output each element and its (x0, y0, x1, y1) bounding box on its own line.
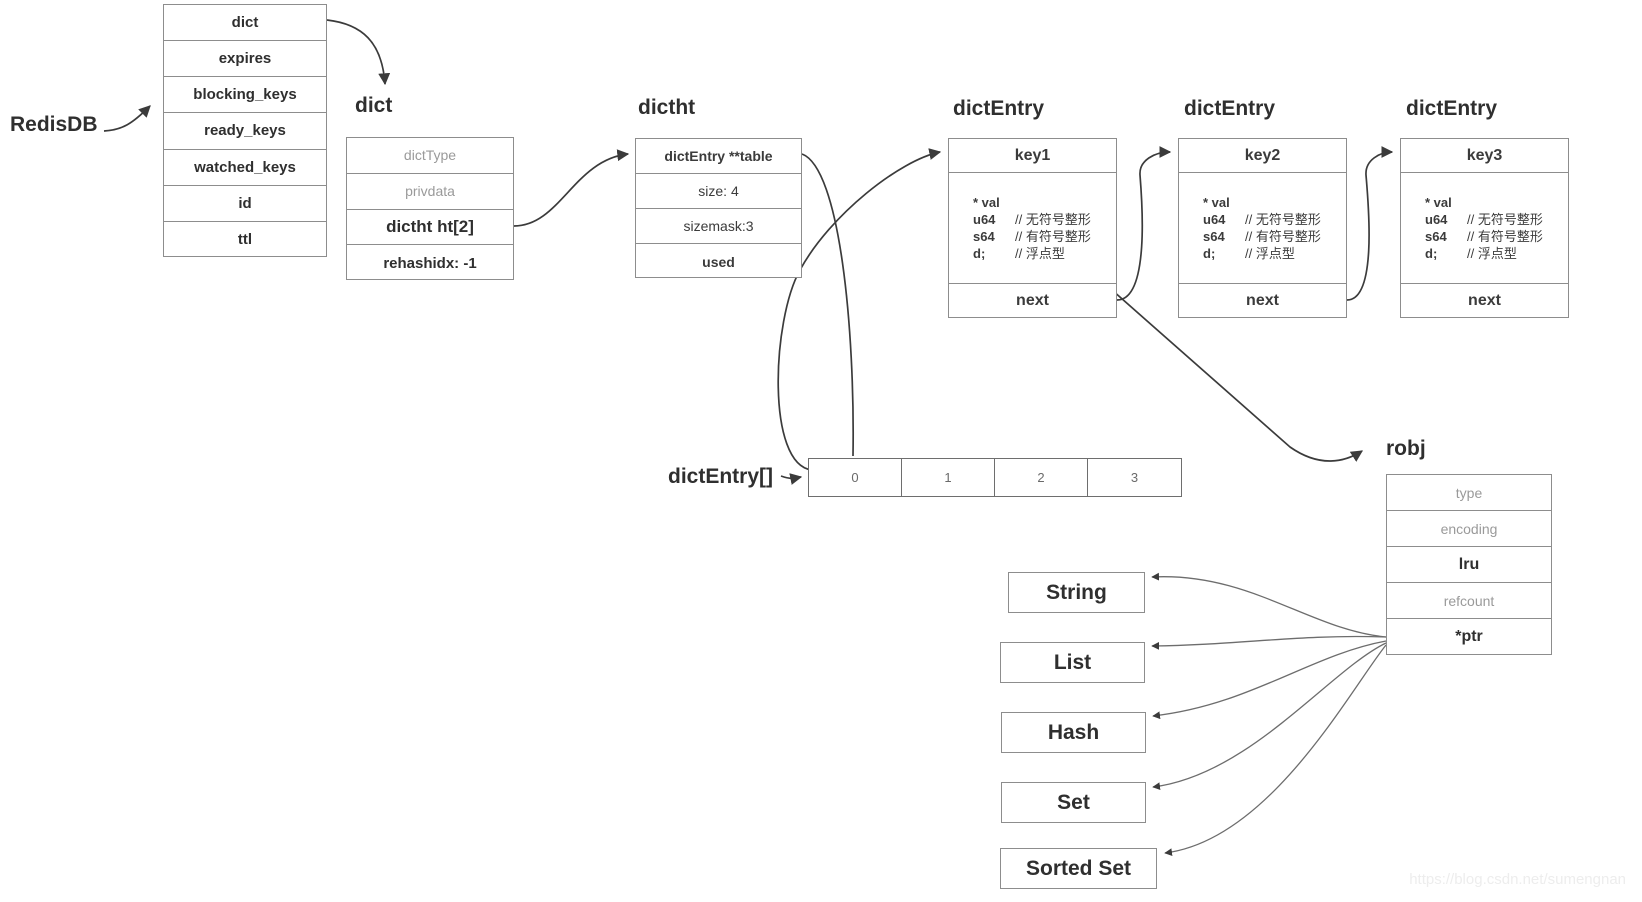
type-box-list: List (1000, 642, 1145, 683)
dictentry-1-s64-comment: // 有符号整形 (1015, 229, 1091, 244)
redisdb-row-blocking-keys: blocking_keys (164, 77, 326, 114)
robj-box: type encoding lru refcount *ptr (1386, 474, 1552, 655)
entry-array: 0 1 2 3 (808, 458, 1182, 497)
dictentry-1-value-block: * val u64 // 无符号整形 s64 // 有符号整形 d; // 浮点型 (949, 173, 1116, 284)
dictentry-1-d-name: d; (973, 246, 986, 261)
wire-arraylabel-to-array (780, 473, 803, 485)
dictht-row-used: used (702, 253, 735, 270)
dictht-row-size: size: 4 (636, 174, 801, 209)
dictentry-1-d-comment: // 浮点型 (1015, 246, 1065, 261)
robj-row-refcount: refcount (1387, 583, 1551, 619)
dictentry-2-key: key2 (1179, 139, 1346, 173)
dictentry-3-s64-comment: // 有符号整形 (1467, 229, 1543, 244)
dictentry-3-next: next (1468, 292, 1501, 309)
redisdb-row-ttl: ttl (237, 231, 253, 249)
redisdb-row-ready-keys: ready_keys (164, 113, 326, 150)
robj-row-encoding: encoding (1387, 511, 1551, 547)
dictentry-1-val-d: d; // 浮点型 (973, 245, 1116, 262)
dictentry-3-key: key3 (1401, 139, 1568, 173)
dictentry-2-caption: dictEntry (1184, 97, 1276, 120)
wire-ptr-to-list (1151, 635, 1387, 650)
dictentry-3-value-block: * val u64 // 无符号整形 s64 // 有符号整形 d; // 浮点型 (1401, 173, 1568, 284)
dictentry-2-u64-comment: // 无符号整形 (1245, 212, 1321, 227)
dictentry-3-s64-name: s64 (1425, 229, 1447, 244)
type-box-string: String (1008, 572, 1145, 613)
dict-row-dictht-ht: dictht ht[2] (347, 210, 513, 246)
redisdb-row-watched-keys: watched_keys (164, 150, 326, 186)
dictentry-1-u64-name: u64 (973, 212, 996, 227)
type-box-sorted-set: Sorted Set (1000, 848, 1157, 889)
redisdb-row-id: id (164, 186, 326, 222)
dictentry-2-val-s64: s64 // 有符号整形 (1203, 228, 1346, 245)
dictentry-3-val-label: * val (1425, 195, 1452, 210)
entry-array-cell-0: 0 (809, 459, 902, 496)
dictentry-1-val-label: * val (973, 195, 1000, 210)
redisdb-label: RedisDB (10, 113, 98, 136)
dictentry-3-val-u64: u64 // 无符号整形 (1425, 211, 1568, 228)
dictentry-1-val-s64: s64 // 有符号整形 (973, 228, 1116, 245)
entry-array-cell-2: 2 (995, 459, 1088, 496)
type-box-hash: Hash (1001, 712, 1146, 753)
dictentry-3-val-s64: s64 // 有符号整形 (1425, 228, 1568, 245)
dictentry-2-s64-name: s64 (1203, 229, 1225, 244)
wire-ptr-to-set (1152, 642, 1387, 791)
robj-row-ptr: *ptr (1455, 628, 1483, 645)
dictentry-3-val-d: d; // 浮点型 (1425, 245, 1568, 262)
wire-next1-to-dictentry2 (1116, 146, 1172, 301)
redisdb-box: dict expires blocking_keys ready_keys wa… (163, 4, 327, 257)
wire-next2-to-dictentry3 (1346, 146, 1394, 301)
dictentry-3-d-comment: // 浮点型 (1467, 246, 1517, 261)
dictentry-2-val-u64: u64 // 无符号整形 (1203, 211, 1346, 228)
dictentry-2-val-label: * val (1203, 195, 1230, 210)
dictentry-3-u64-name: u64 (1425, 212, 1448, 227)
dictentry-1-s64-name: s64 (973, 229, 995, 244)
dictentry-1-next: next (1016, 292, 1049, 309)
robj-caption: robj (1386, 437, 1426, 460)
dictentry-2-value-block: * val u64 // 无符号整形 s64 // 有符号整形 d; // 浮点型 (1179, 173, 1346, 284)
dict-box: dictType privdata dictht ht[2] rehashidx… (346, 137, 514, 280)
dict-row-rehashidx: rehashidx: -1 (383, 254, 477, 272)
wire-db-to-dict (326, 19, 391, 86)
dictentry-3-caption: dictEntry (1406, 97, 1498, 120)
redisdb-row-expires: expires (164, 41, 326, 78)
entry-array-cell-1: 1 (902, 459, 995, 496)
dictentry-1-key: key1 (949, 139, 1116, 173)
wire-dict-to-dictht (513, 149, 630, 227)
dictentry-2-u64-name: u64 (1203, 212, 1226, 227)
dictentry-3-box: key3 * val u64 // 无符号整形 s64 // 有符号整形 d; // … (1400, 138, 1569, 318)
robj-row-type: type (1387, 475, 1551, 511)
entry-array-label: dictEntry[] (668, 465, 773, 488)
dictentry-1-box: key1 * val u64 // 无符号整形 s64 // 有符号整形 d; // … (948, 138, 1117, 318)
wire-ptr-to-hash (1152, 640, 1387, 720)
type-box-set: Set (1001, 782, 1146, 823)
dictentry-2-val-d: d; // 浮点型 (1203, 245, 1346, 262)
dictentry-2-d-name: d; (1203, 246, 1216, 261)
wire-dictht-table-to-array (801, 153, 855, 457)
dictht-row-table: dictEntry **table (636, 139, 801, 174)
dictentry-3-d-name: d; (1425, 246, 1438, 261)
watermark: https://blog.csdn.net/sumengnan (1409, 871, 1626, 888)
robj-row-lru: lru (1387, 547, 1551, 583)
dictentry-2-box: key2 * val u64 // 无符号整形 s64 // 有符号整形 d; // … (1178, 138, 1347, 318)
wire-array0-to-dictentry1 (777, 148, 942, 471)
dictentry-1-u64-comment: // 无符号整形 (1015, 212, 1091, 227)
wire-redisdb-to-db (103, 105, 151, 132)
entry-array-cell-3: 3 (1130, 470, 1139, 485)
dictht-box: dictEntry **table size: 4 sizemask:3 use… (635, 138, 802, 278)
dictentry-2-d-comment: // 浮点型 (1245, 246, 1295, 261)
dictentry-3-u64-comment: // 无符号整形 (1467, 212, 1543, 227)
dictentry-1-val-u64: u64 // 无符号整形 (973, 211, 1116, 228)
dictentry-1-caption: dictEntry (953, 97, 1045, 120)
dictentry-2-next: next (1246, 292, 1279, 309)
dict-row-privdata: privdata (347, 174, 513, 210)
dictentry-2-s64-comment: // 有符号整形 (1245, 229, 1321, 244)
dictht-row-sizemask: sizemask:3 (636, 209, 801, 244)
wire-ptr-to-sortedset (1164, 644, 1387, 856)
dict-caption: dict (355, 94, 393, 117)
wire-ptr-to-string (1151, 572, 1387, 638)
dict-row-dicttype: dictType (347, 138, 513, 174)
dictht-caption: dictht (638, 96, 696, 119)
redisdb-row-dict: dict (164, 5, 326, 42)
